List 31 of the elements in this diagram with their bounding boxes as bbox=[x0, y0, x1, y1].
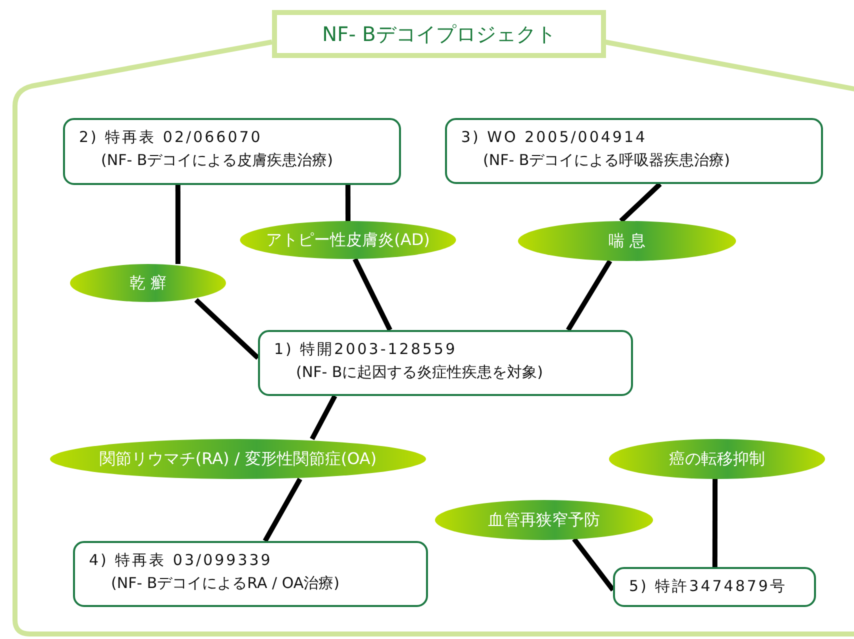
connector-line bbox=[175, 185, 180, 264]
connector-line bbox=[566, 260, 612, 332]
patent-box bbox=[445, 118, 823, 184]
patent-description: (NF- Bデコイによる皮膚疾患治療) bbox=[100, 150, 334, 171]
connector-line bbox=[194, 298, 260, 360]
patent-number: 3) WO 2005/004914 bbox=[461, 127, 648, 148]
patent-number: 5) 特許3474879号 bbox=[629, 576, 788, 597]
title-box: NF- Bデコイプロジェクト bbox=[272, 10, 606, 58]
connector-line bbox=[345, 185, 350, 221]
patent-description: (NF- Bに起因する炎症性疾患を対象) bbox=[295, 362, 544, 383]
patent-description: (NF- Bデコイによる呼吸器疾患治療) bbox=[482, 150, 732, 171]
patent-box bbox=[258, 330, 633, 396]
patent-number: 4) 特再表 03/099339 bbox=[89, 550, 274, 571]
connector-line bbox=[619, 182, 662, 223]
topic-ellipse: 喘 息 bbox=[518, 221, 736, 261]
connector-line bbox=[352, 258, 392, 332]
patent-description: (NF- BデコイによるRA / OA治療) bbox=[110, 573, 340, 594]
topic-ellipse: アトピー性皮膚炎(AD) bbox=[240, 221, 456, 259]
connector-line bbox=[310, 394, 338, 440]
topic-ellipse: 関節リウマチ(RA) / 変形性関節症(OA) bbox=[50, 439, 426, 479]
patent-number: 2) 特再表 02/066070 bbox=[79, 127, 264, 148]
topic-ellipse: 血管再狭窄予防 bbox=[435, 500, 653, 540]
connector-line bbox=[712, 479, 718, 567]
patent-box bbox=[73, 541, 428, 607]
connector-line bbox=[262, 478, 302, 542]
patent-number: 1) 特開2003-128559 bbox=[274, 339, 458, 360]
patent-box bbox=[613, 567, 816, 607]
connector-line bbox=[572, 537, 615, 592]
topic-ellipse: 乾 癬 bbox=[70, 264, 226, 302]
patent-box bbox=[63, 118, 401, 185]
topic-ellipse: 癌の転移抑制 bbox=[609, 439, 825, 479]
